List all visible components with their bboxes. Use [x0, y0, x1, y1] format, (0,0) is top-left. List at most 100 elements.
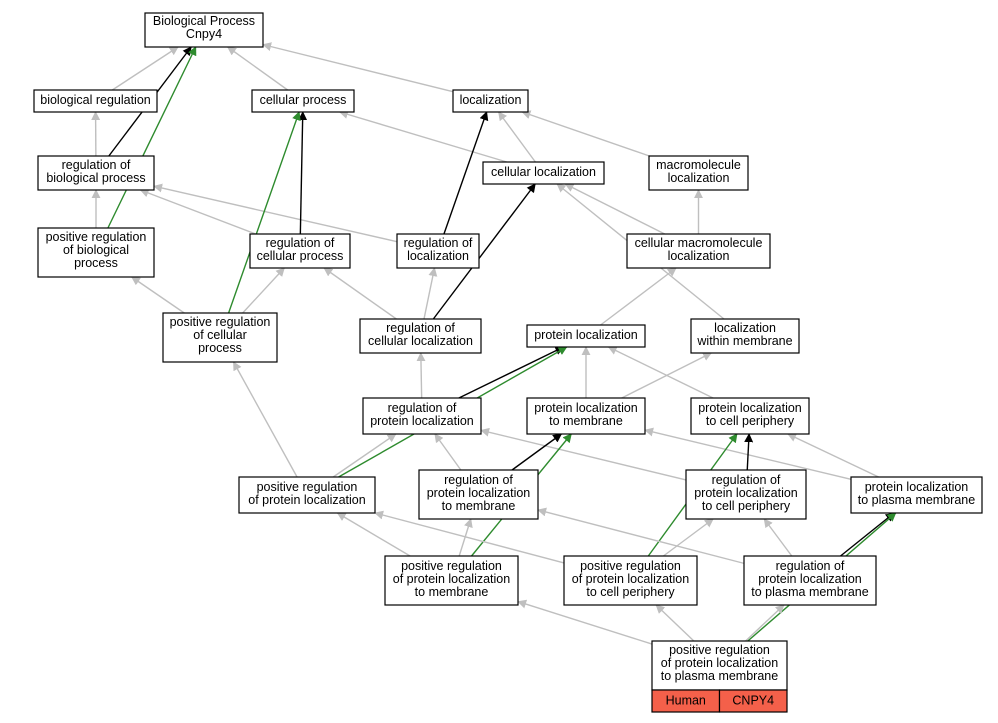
- edge-pltm-to-lwm: [621, 352, 713, 399]
- edge-pltpm-to-pltcp: [787, 433, 879, 478]
- node-protein-localization[interactable]: protein localization: [526, 324, 646, 348]
- edge-breg-to-bp: [111, 46, 179, 91]
- svg-text:protein localization: protein localization: [534, 328, 638, 342]
- edge-cl-to-cp: [338, 110, 507, 163]
- edge-rpl-to-rcl: [416, 352, 426, 399]
- svg-text:cellular process: cellular process: [260, 93, 347, 107]
- edge-prpltpm-to-rpltpm: [745, 604, 785, 642]
- edge-rpltcp-to-pltcp: [744, 433, 754, 471]
- edge-prpltm-to-prpl: [336, 512, 411, 557]
- edge-rl-to-rbp: [153, 183, 398, 243]
- edge-prpltpm-to-prpltcp: [655, 604, 695, 642]
- species-badge: Human: [651, 689, 721, 713]
- edge-cml-to-cl: [564, 183, 666, 235]
- edge-rpltpm-to-rpltm: [537, 507, 745, 565]
- edge-pltcp-to-pl: [607, 346, 714, 399]
- gene-badge-bg: [718, 689, 788, 713]
- edge-prpltm-to-rpltm: [458, 518, 473, 557]
- edge-rpl-to-pl: [458, 346, 565, 399]
- edge-prcp-to-cp: [227, 111, 301, 314]
- node-localization[interactable]: localization: [452, 89, 529, 113]
- edge-cp-to-bp: [226, 46, 289, 91]
- node-biological-regulation[interactable]: biological regulation: [33, 89, 158, 113]
- edge-prpltpm-to-prpltm: [517, 599, 653, 645]
- edge-rpltm-to-rpl: [434, 433, 462, 471]
- gene-badge: CNPY4: [718, 689, 788, 713]
- edge-prbp-to-bp: [107, 46, 197, 229]
- gene-badge-label: CNPY4: [732, 693, 774, 707]
- edge-rcl-to-cl: [432, 183, 536, 320]
- edge-rcl-to-rl: [423, 267, 438, 320]
- svg-text:localization: localization: [460, 93, 522, 107]
- edge-rcl-to-rcp: [323, 267, 397, 320]
- species-badge-label: Human: [666, 693, 706, 707]
- edge-rcp-to-cp: [298, 111, 308, 235]
- edge-rl-to-loc: [443, 111, 489, 235]
- edge-prcp-to-rcp: [242, 267, 285, 314]
- edge-rcp-to-rbp: [139, 188, 256, 235]
- edge-pl-to-cml: [600, 267, 677, 326]
- edge-loc-to-bp: [262, 42, 454, 93]
- edge-prpltcp-to-prpl: [374, 510, 565, 564]
- edge-rpltpm-to-pltpm: [840, 512, 895, 557]
- edge-cl-to-loc: [498, 111, 536, 163]
- svg-text:biological regulation: biological regulation: [40, 93, 151, 107]
- edge-rpltcp-to-rpl: [480, 427, 687, 481]
- node-cellular-process[interactable]: cellular process: [251, 89, 355, 113]
- edge-prpl-to-prcp: [232, 361, 298, 478]
- edge-prpltcp-to-rpltcp: [662, 518, 714, 557]
- edge-rpltpm-to-rpltcp: [763, 518, 793, 557]
- svg-text:cellular localization: cellular localization: [491, 165, 596, 179]
- edge-ml-to-loc: [521, 110, 650, 157]
- edge-prcp-to-prbp: [130, 276, 185, 314]
- node-cellular-localization[interactable]: cellular localization: [482, 161, 605, 185]
- edge-prpl-to-rpl: [332, 433, 397, 478]
- edge-rpltm-to-pltm: [511, 433, 563, 471]
